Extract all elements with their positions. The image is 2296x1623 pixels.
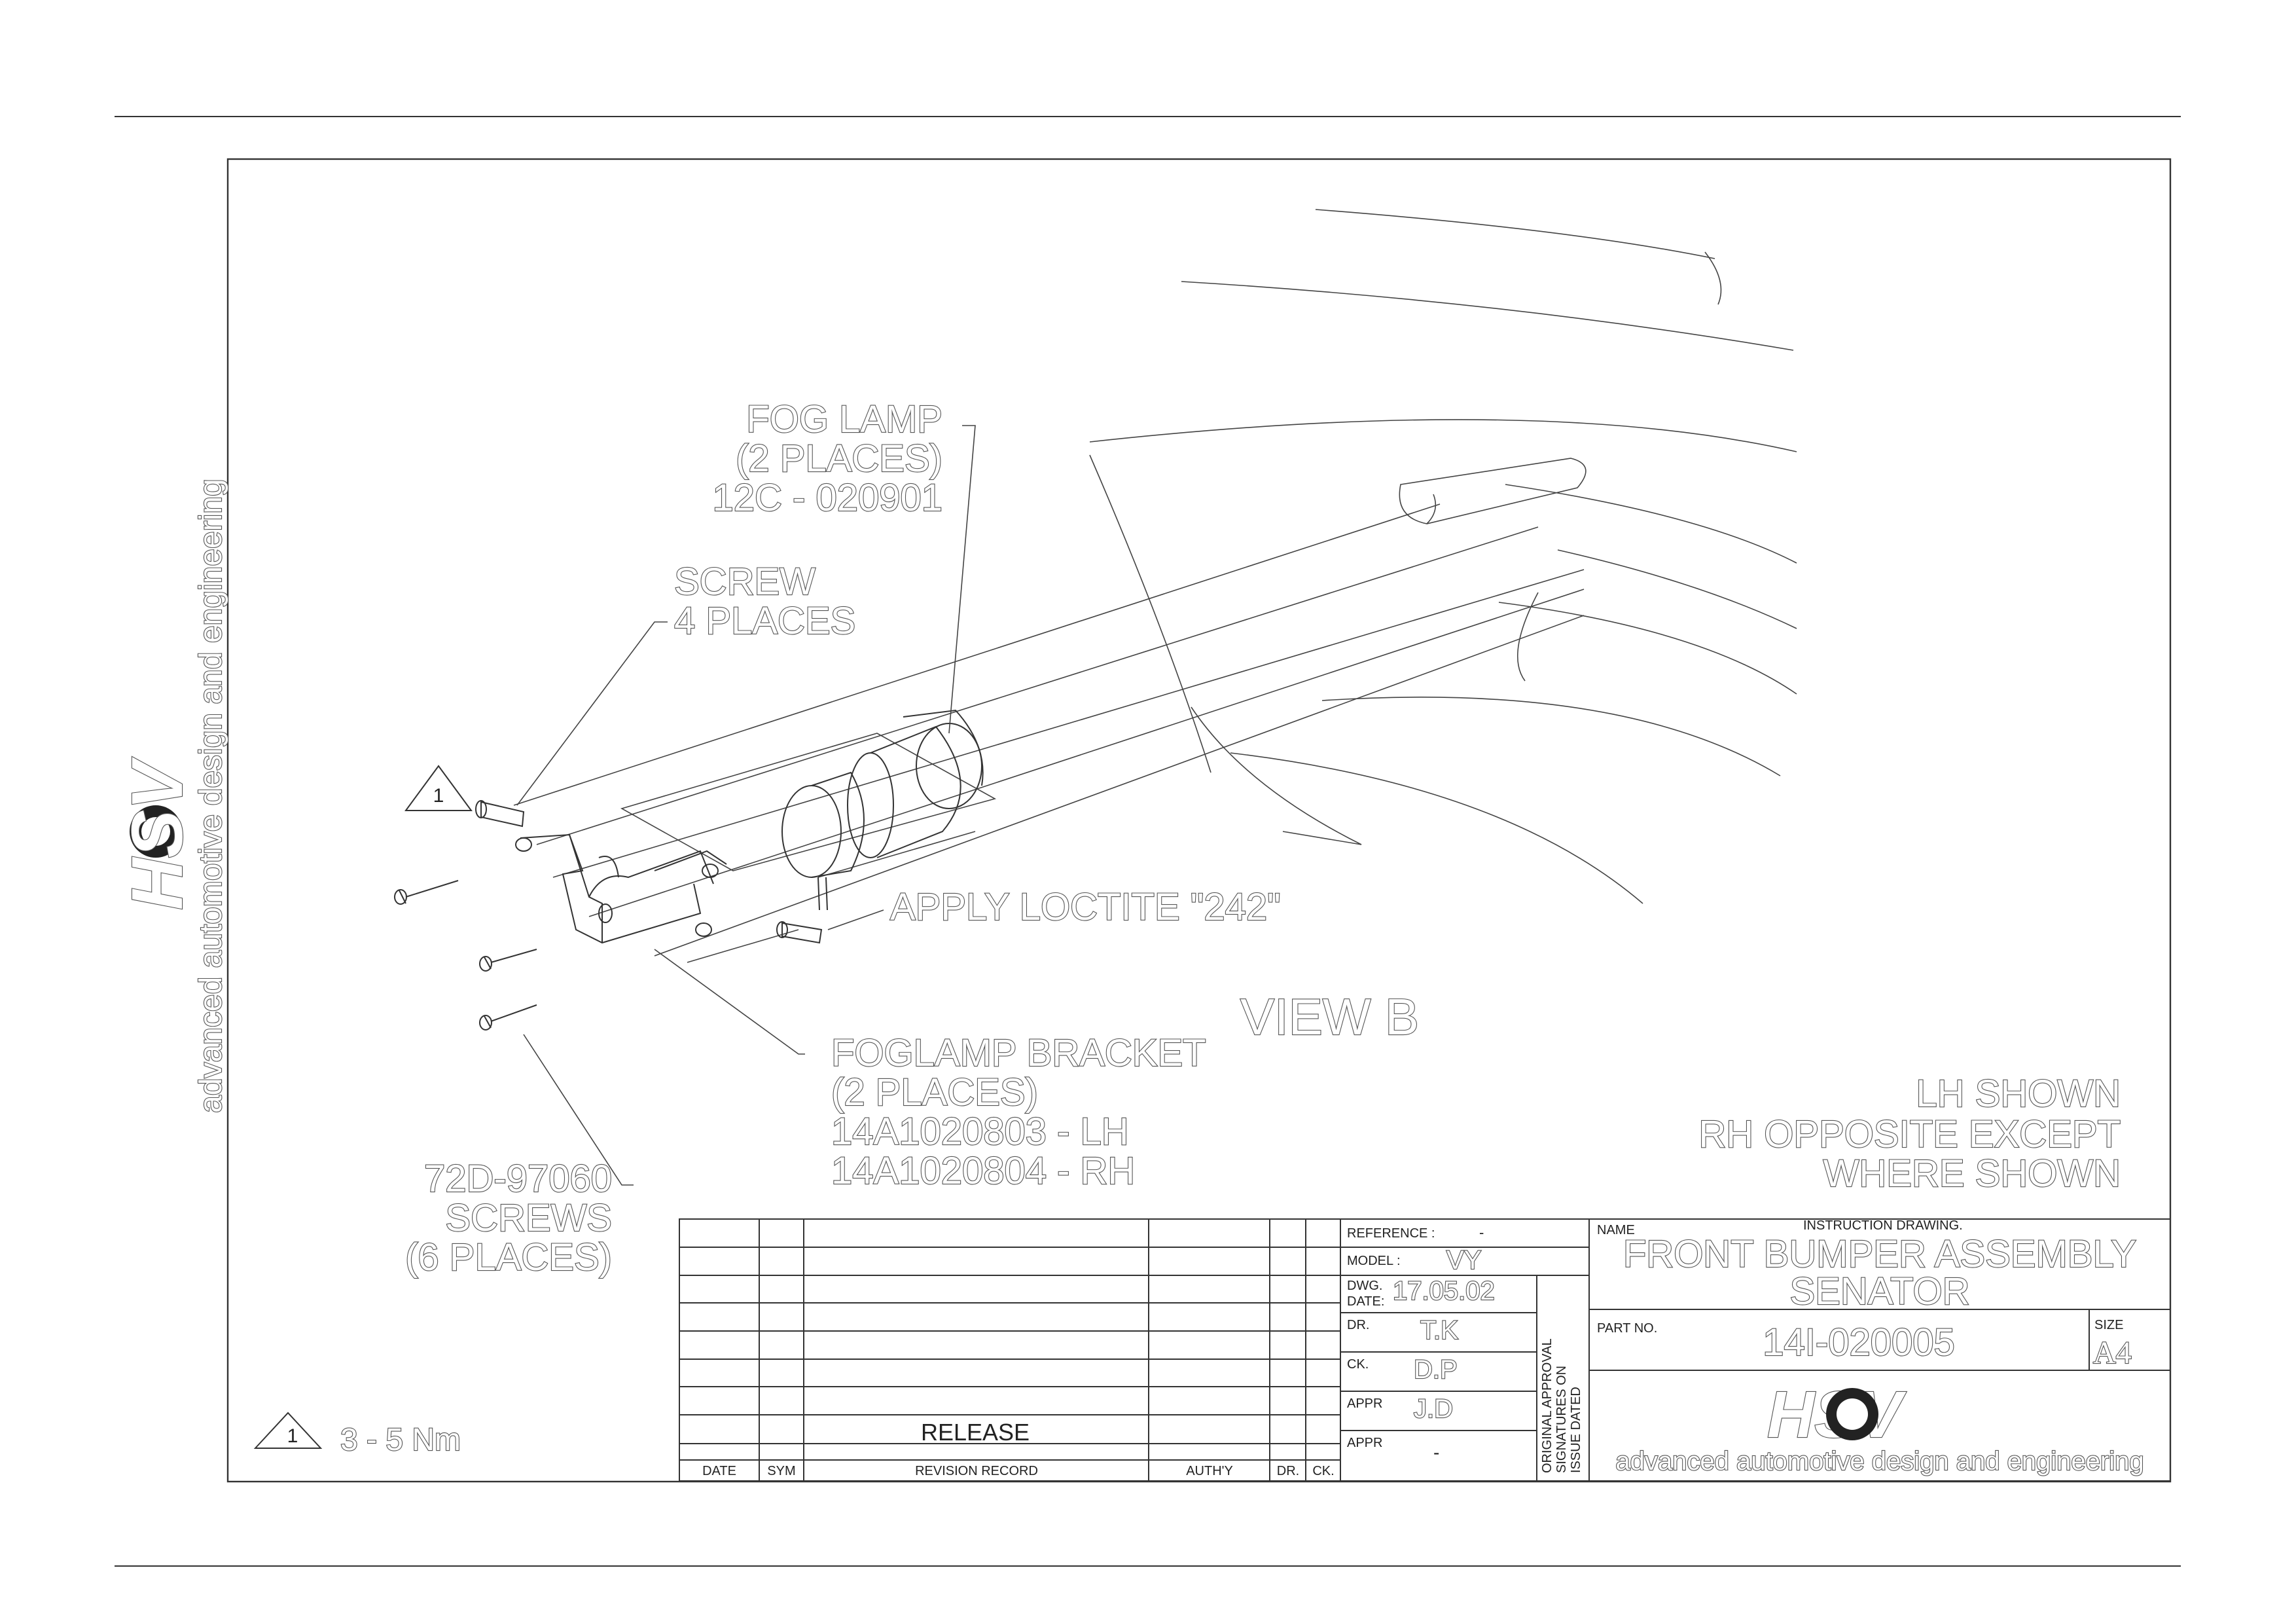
svg-text:-: - <box>1433 1442 1439 1463</box>
callout-fog-lamp: FOG LAMP (2 PLACES) 12C - 020901 <box>711 397 943 520</box>
svg-text:PART NO.: PART NO. <box>1597 1321 1657 1336</box>
callout-screws: 72D-97060 SCREWS (6 PLACES) <box>404 1157 613 1279</box>
svg-text:LH SHOWN: LH SHOWN <box>1916 1072 2121 1115</box>
svg-text:(2 PLACES): (2 PLACES) <box>831 1071 1038 1114</box>
svg-text:4 PLACES: 4 PLACES <box>674 600 855 642</box>
title-logo: HSV advanced automotive design and engin… <box>1615 1377 2144 1476</box>
svg-text:T.K: T.K <box>1420 1316 1458 1345</box>
svg-text:APPR: APPR <box>1347 1436 1382 1450</box>
drawing-subname: SENATOR <box>1789 1270 1969 1313</box>
svg-text:WHERE SHOWN: WHERE SHOWN <box>1823 1152 2121 1195</box>
title-tagline: advanced automotive design and engineeri… <box>1615 1447 2144 1476</box>
svg-text:NAME: NAME <box>1597 1223 1635 1237</box>
svg-text:FOG LAMP: FOG LAMP <box>746 398 942 441</box>
svg-text:12C - 020901: 12C - 020901 <box>713 477 942 519</box>
svg-text:72D-97060: 72D-97060 <box>424 1158 612 1200</box>
callout-bracket: FOGLAMP BRACKET (2 PLACES) 14A1020803 - … <box>831 1031 1207 1193</box>
svg-text:APPR: APPR <box>1347 1396 1382 1411</box>
screw-icons <box>394 800 823 1030</box>
svg-text:(6 PLACES): (6 PLACES) <box>405 1236 612 1279</box>
callout-loctite: APPLY LOCTITE "242" <box>890 886 1281 928</box>
svg-text:17.05.02: 17.05.02 <box>1393 1277 1495 1305</box>
svg-text:1: 1 <box>287 1425 298 1447</box>
svg-text:CK.: CK. <box>1312 1464 1334 1478</box>
triangle-marker-icon: 1 <box>404 765 473 811</box>
callout-screw: SCREW 4 PLACES <box>673 560 856 643</box>
svg-text:SIGNATURES ON: SIGNATURES ON <box>1554 1366 1569 1473</box>
view-label: VIEW B <box>1240 988 1419 1046</box>
svg-text:SYM: SYM <box>767 1464 795 1478</box>
leader-lines <box>516 425 976 1186</box>
svg-text:DATE:: DATE: <box>1347 1294 1384 1309</box>
svg-text:DATE: DATE <box>702 1464 736 1478</box>
bumper-illustration <box>513 209 1797 963</box>
part-number: 14I-020005 <box>1763 1321 1954 1364</box>
svg-text:SIZE: SIZE <box>2094 1318 2123 1332</box>
svg-text:HSV: HSV <box>1767 1378 1907 1451</box>
svg-text:14A1020804 - RH: 14A1020804 - RH <box>831 1150 1135 1192</box>
svg-text:DR.: DR. <box>1347 1318 1369 1332</box>
side-tagline: advanced automotive design and engineeri… <box>194 479 228 1113</box>
note-lh-shown: LH SHOWN RH OPPOSITE EXCEPT WHERE SHOWN <box>1698 1072 2121 1195</box>
svg-text:INSTRUCTION DRAWING.: INSTRUCTION DRAWING. <box>1803 1218 1963 1233</box>
svg-text:ISSUE DATED: ISSUE DATED <box>1569 1387 1583 1473</box>
svg-text:(2 PLACES): (2 PLACES) <box>736 437 942 480</box>
torque-note: 1 3 - 5 Nm <box>253 1412 461 1458</box>
svg-text:3 - 5 Nm: 3 - 5 Nm <box>340 1423 461 1457</box>
side-brand: advanced automotive design and engineeri… <box>117 478 229 1114</box>
svg-text:DWG.: DWG. <box>1347 1279 1382 1293</box>
svg-text:REVISION RECORD: REVISION RECORD <box>915 1464 1038 1478</box>
svg-text:DR.: DR. <box>1277 1464 1299 1478</box>
svg-text:CK.: CK. <box>1347 1357 1369 1372</box>
svg-text:14A1020803 - LH: 14A1020803 - LH <box>831 1110 1129 1153</box>
svg-text:1: 1 <box>433 785 444 807</box>
svg-text:MODEL :: MODEL : <box>1347 1254 1401 1268</box>
drawing-name: FRONT BUMPER ASSEMBLY <box>1623 1233 2136 1275</box>
side-logo-text: HSV <box>117 756 198 910</box>
svg-text:FOGLAMP BRACKET: FOGLAMP BRACKET <box>831 1032 1206 1074</box>
foglamp-bracket-illustration <box>515 833 727 944</box>
svg-text:RH OPPOSITE EXCEPT: RH OPPOSITE EXCEPT <box>1698 1113 2121 1156</box>
svg-text:SCREW: SCREW <box>674 560 816 603</box>
svg-text:ORIGINAL APPROVAL: ORIGINAL APPROVAL <box>1540 1338 1554 1473</box>
svg-text:SCREWS: SCREWS <box>445 1197 612 1239</box>
svg-text:REFERENCE :: REFERENCE : <box>1347 1226 1435 1241</box>
svg-text:VY: VY <box>1446 1246 1481 1275</box>
sheet-size: A4 <box>2093 1336 2132 1370</box>
title-block: RELEASE DATE SYM REVISION RECORD AUTH'Y … <box>679 1218 2171 1482</box>
fog-lamp-illustration <box>781 709 984 911</box>
svg-text:J.D: J.D <box>1414 1395 1453 1423</box>
approval-note: ORIGINAL APPROVAL SIGNATURES ON ISSUE DA… <box>1540 1338 1583 1473</box>
svg-text:AUTH'Y: AUTH'Y <box>1186 1464 1233 1478</box>
svg-text:-: - <box>1479 1224 1484 1241</box>
side-logo: HSV <box>117 756 198 911</box>
release-text: RELEASE <box>921 1419 1030 1446</box>
svg-text:D.P: D.P <box>1414 1355 1458 1384</box>
revision-headers: DATE SYM REVISION RECORD AUTH'Y DR. CK. <box>702 1464 1335 1478</box>
